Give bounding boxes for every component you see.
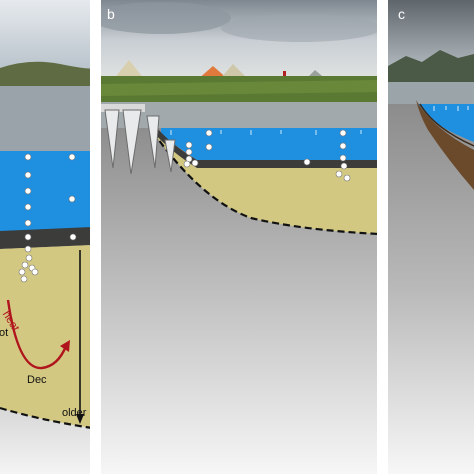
water-column <box>0 151 92 231</box>
dec-label: Dec <box>27 374 47 386</box>
panel-b: b <box>101 0 379 474</box>
panel-c: c <box>388 0 474 474</box>
dark-sediment-layer <box>0 227 92 249</box>
panel-b-illustration <box>101 0 379 474</box>
far-hill <box>0 61 92 90</box>
panel-a-illustration <box>0 0 92 474</box>
lake-surface <box>0 86 92 151</box>
water-ripples <box>170 130 362 135</box>
panel-b-label: b <box>107 6 115 22</box>
sediment-base-dashed <box>0 406 92 430</box>
dark-sediment-layer <box>153 128 379 168</box>
age-arrowhead <box>76 414 84 424</box>
sediment-base-dashed <box>152 131 379 236</box>
lake-surface <box>101 102 379 128</box>
sediment-layer <box>0 245 92 428</box>
lake-bank <box>416 100 474 190</box>
ice-wedges <box>101 104 176 175</box>
water-ripples <box>433 106 469 111</box>
sky <box>0 0 92 70</box>
heat-arrow <box>6 299 68 370</box>
mountains <box>388 50 474 84</box>
panel-a: heat ot Dec older <box>0 0 92 474</box>
older-label: older <box>62 407 87 419</box>
panel-c-label: c <box>398 6 405 22</box>
sampling-points <box>183 129 351 182</box>
sediment-layer <box>153 132 379 234</box>
sampling-points <box>18 153 77 283</box>
heat-arrowhead <box>60 340 70 352</box>
water-column <box>161 128 379 160</box>
hot-label: ot <box>0 327 9 339</box>
lake-surface <box>388 82 474 106</box>
water-column <box>418 104 474 142</box>
panel-c-illustration <box>388 0 474 474</box>
